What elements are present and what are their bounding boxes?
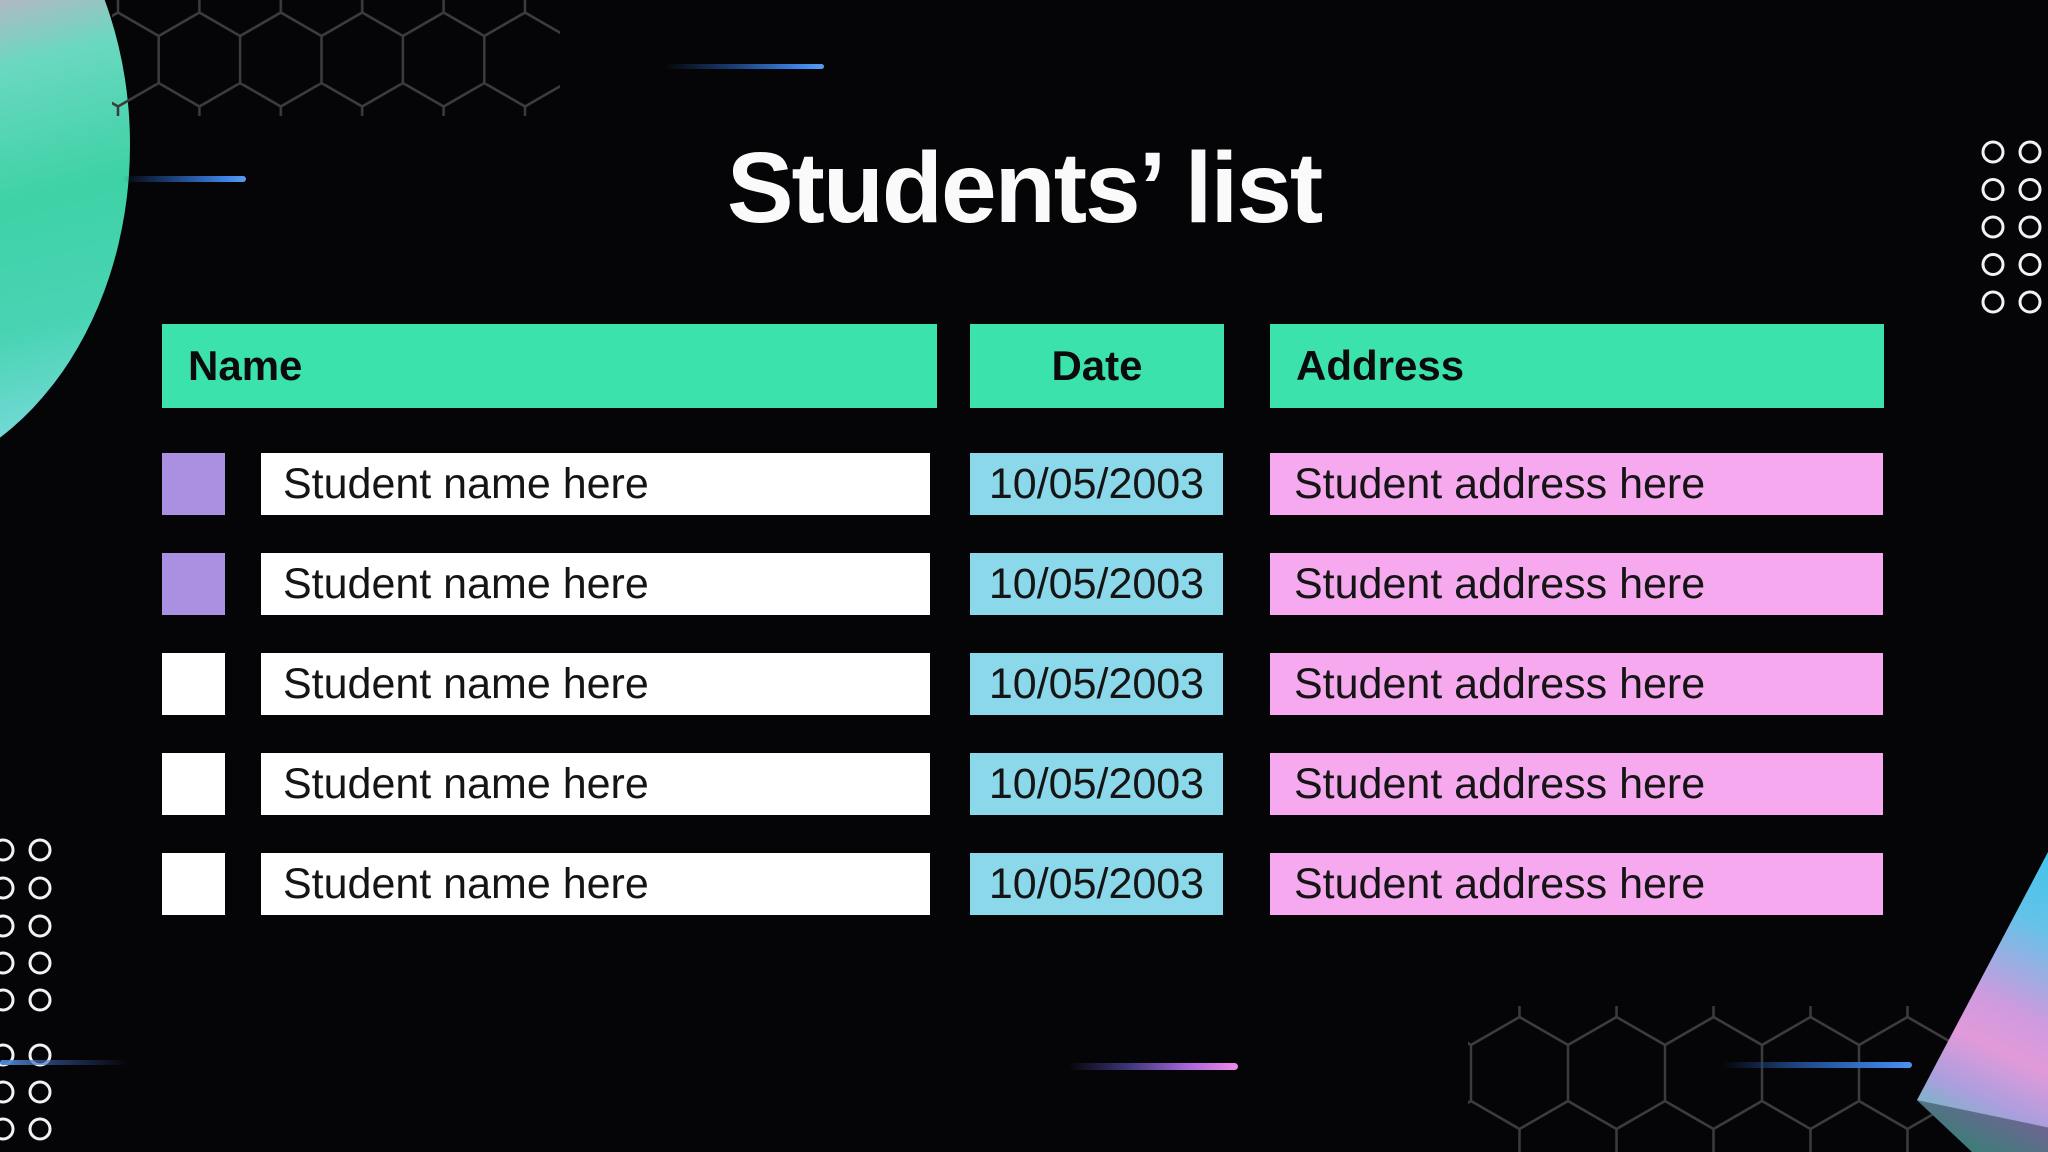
name-cell[interactable]: Student name here <box>261 653 930 715</box>
column-header-name[interactable]: Name <box>162 324 937 408</box>
column-header-date[interactable]: Date <box>970 324 1224 408</box>
dot-grid-bottom-left <box>0 838 52 1141</box>
row-marker[interactable] <box>162 853 225 915</box>
page-title[interactable]: Students’ list <box>726 132 1323 244</box>
row-marker[interactable] <box>162 453 225 515</box>
address-text: Student address here <box>1294 459 1706 508</box>
name-cell[interactable]: Student name here <box>261 853 930 915</box>
column-header-name-label: Name <box>188 342 303 389</box>
date-text: 10/05/2003 <box>988 859 1205 908</box>
row-marker[interactable] <box>162 753 225 815</box>
date-cell[interactable]: 10/05/2003 <box>970 653 1223 715</box>
blue-accent-line-bottom-right <box>1722 1062 1912 1068</box>
address-text: Student address here <box>1294 859 1706 908</box>
pink-accent-line-bottom <box>1068 1063 1238 1070</box>
table-row: Student name here 10/05/2003 Student add… <box>0 853 2048 915</box>
address-cell[interactable]: Student address here <box>1270 453 1883 515</box>
row-marker[interactable] <box>162 553 225 615</box>
name-text: Student name here <box>283 659 649 708</box>
column-header-date-label: Date <box>1051 342 1143 389</box>
address-text: Student address here <box>1294 559 1706 608</box>
date-cell[interactable]: 10/05/2003 <box>970 453 1223 515</box>
name-text: Student name here <box>283 559 649 608</box>
name-text: Student name here <box>283 859 649 908</box>
date-cell[interactable]: 10/05/2003 <box>970 853 1223 915</box>
gradient-blob-decoration <box>0 0 130 485</box>
blue-accent-line-bottom-left <box>0 1060 160 1065</box>
name-text: Student name here <box>283 459 649 508</box>
blue-accent-line-top <box>664 64 824 69</box>
date-text: 10/05/2003 <box>988 759 1205 808</box>
date-cell[interactable]: 10/05/2003 <box>970 553 1223 615</box>
address-cell[interactable]: Student address here <box>1270 553 1883 615</box>
column-header-address-label: Address <box>1296 342 1465 389</box>
table-row: Student name here 10/05/2003 Student add… <box>0 553 2048 615</box>
address-cell[interactable]: Student address here <box>1270 653 1883 715</box>
column-header-address[interactable]: Address <box>1270 324 1884 408</box>
blue-accent-line-left <box>122 176 246 182</box>
date-text: 10/05/2003 <box>988 659 1205 708</box>
date-text: 10/05/2003 <box>988 459 1205 508</box>
hexagon-pattern-top-left <box>112 0 560 116</box>
table-row: Student name here 10/05/2003 Student add… <box>0 453 2048 515</box>
dot-grid-top-right <box>1981 140 2042 314</box>
name-text: Student name here <box>283 759 649 808</box>
table-row: Student name here 10/05/2003 Student add… <box>0 753 2048 815</box>
row-marker[interactable] <box>162 653 225 715</box>
name-cell[interactable]: Student name here <box>261 453 930 515</box>
table-row: Student name here 10/05/2003 Student add… <box>0 653 2048 715</box>
name-cell[interactable]: Student name here <box>261 753 930 815</box>
address-cell[interactable]: Student address here <box>1270 853 1883 915</box>
address-cell[interactable]: Student address here <box>1270 753 1883 815</box>
address-text: Student address here <box>1294 759 1706 808</box>
date-text: 10/05/2003 <box>988 559 1205 608</box>
name-cell[interactable]: Student name here <box>261 553 930 615</box>
date-cell[interactable]: 10/05/2003 <box>970 753 1223 815</box>
address-text: Student address here <box>1294 659 1706 708</box>
